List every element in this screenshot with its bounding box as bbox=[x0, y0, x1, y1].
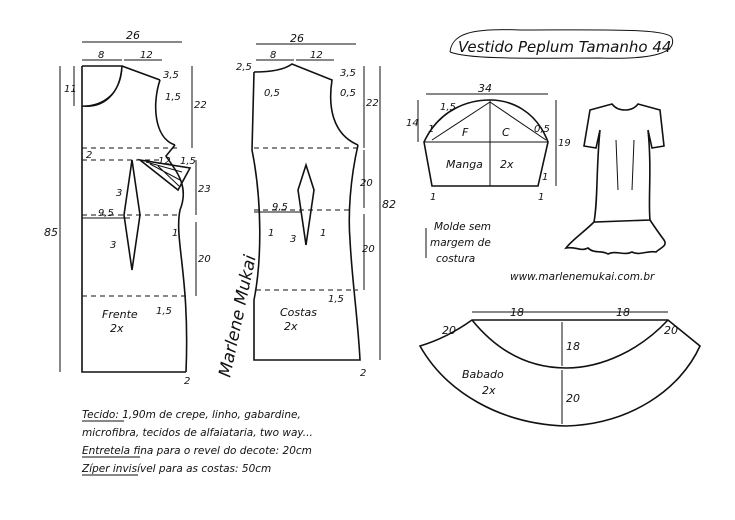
notes-line-4: Zíper invisível para as costas: 50cm bbox=[81, 463, 271, 475]
page-title: Vestido Peplum Tamanho 44 bbox=[458, 38, 671, 56]
fabric-notes: Tecido: 1,90m de crepe, linho, gabardine… bbox=[81, 409, 313, 476]
mold-note-line-2: margem de bbox=[430, 237, 491, 249]
front-side-dart bbox=[137, 158, 192, 192]
title-block: Vestido Peplum Tamanho 44 bbox=[449, 29, 674, 59]
front-width-label: 26 bbox=[126, 29, 140, 42]
front-armhole-label: 1,5 bbox=[165, 92, 181, 103]
sleeve-hem-right-label: 1 bbox=[538, 192, 544, 203]
back-piece-label: Costas bbox=[280, 306, 317, 319]
front-dart-c-label: 1 bbox=[172, 228, 178, 239]
back-neck-width-label: 8 bbox=[270, 50, 276, 61]
flounce-outline bbox=[418, 319, 701, 427]
front-dart-offset-label: 9,5 bbox=[98, 208, 114, 219]
back-waist-depth-label: 20 bbox=[360, 178, 373, 189]
front-neckline bbox=[81, 65, 123, 107]
front-pattern: 26 8 12 3,5 11 1,5 22 2 12 1,5 23 9,5 3 … bbox=[44, 29, 211, 387]
flounce-side-left-label: 20 bbox=[442, 324, 456, 337]
flounce-inner-curve bbox=[471, 319, 669, 369]
front-neck-depth-label: 11 bbox=[64, 84, 77, 95]
flounce-piece-count: 2x bbox=[482, 384, 496, 397]
front-dart-hatch bbox=[145, 161, 183, 187]
notes-line-3: Entretela fina para o revel do decote: 2… bbox=[82, 445, 312, 457]
back-shoulder-drop-label: 3,5 bbox=[340, 68, 356, 79]
sleeve-outline bbox=[423, 99, 549, 187]
flounce-inner-depth-label: 18 bbox=[566, 340, 580, 353]
sleeve-front-diag bbox=[431, 101, 491, 141]
flounce-outer-depth-label: 20 bbox=[566, 392, 580, 405]
front-waist-depth-label: 23 bbox=[198, 184, 211, 195]
mold-note-line-3: costura bbox=[436, 253, 475, 265]
back-waist-dart bbox=[297, 162, 315, 246]
website-url: www.marlenemukai.com.br bbox=[510, 271, 655, 283]
front-outline bbox=[81, 65, 188, 373]
sleeve-hem-left-label: 1 bbox=[430, 192, 436, 203]
dress-bodice bbox=[583, 103, 665, 223]
back-dart-offset-label: 9,5 bbox=[272, 202, 288, 213]
notes-line-1: Tecido: 1,90m de crepe, linho, gabardine… bbox=[82, 409, 301, 421]
front-hem-in-label: 1,5 bbox=[156, 306, 172, 317]
sleeve-side-right-label: 1 bbox=[542, 172, 548, 183]
dress-illustration bbox=[564, 103, 666, 255]
title-underline bbox=[449, 29, 674, 59]
sleeve-cap-left-label: 1,5 bbox=[440, 102, 456, 113]
back-dart-c-label: 1 bbox=[320, 228, 326, 239]
front-dart-b2-label: 3 bbox=[110, 240, 116, 251]
sleeve-cap-right-label: 0,5 bbox=[534, 124, 550, 135]
back-dart-b-label: 3 bbox=[290, 234, 296, 245]
dress-peplum bbox=[564, 219, 666, 255]
back-shoulder-label: 12 bbox=[310, 50, 323, 61]
sleeve-width-label: 34 bbox=[478, 82, 492, 95]
back-width-label: 26 bbox=[290, 32, 304, 45]
front-armhole-depth-label: 22 bbox=[194, 100, 207, 111]
flounce-piece-label: Babado bbox=[462, 368, 504, 381]
back-armhole-depth-label: 22 bbox=[366, 98, 379, 109]
mold-note: Molde sem margem de costura bbox=[425, 221, 491, 265]
sleeve-length-label: 19 bbox=[558, 138, 571, 149]
front-hem-ext-label: 2 bbox=[184, 376, 190, 387]
back-piece-count: 2x bbox=[284, 320, 298, 333]
back-neck-drop-label: 2,5 bbox=[236, 62, 252, 73]
back-length-label: 82 bbox=[382, 198, 396, 211]
front-shoulder-drop-label: 3,5 bbox=[163, 70, 179, 81]
sleeve-pattern: 34 14 19 F C 1,5 0,5 1 1 1 1 Manga 2x bbox=[406, 82, 571, 203]
flounce-top-left-label: 18 bbox=[510, 306, 524, 319]
front-bust-gap-label: 2 bbox=[86, 150, 92, 161]
mold-note-line-1: Molde sem bbox=[434, 221, 491, 233]
sleeve-back-diag bbox=[489, 101, 547, 141]
back-hem-ext-label: 2 bbox=[360, 368, 366, 379]
back-armhole-label: 0,5 bbox=[340, 88, 356, 99]
front-piece-label: Frente bbox=[102, 308, 138, 321]
flounce-top-right-label: 18 bbox=[616, 306, 630, 319]
sleeve-piece-count: 2x bbox=[500, 158, 514, 171]
back-pattern: 26 8 2,5 12 3,5 0,5 0,5 22 20 9,5 1 3 1 … bbox=[236, 32, 396, 379]
back-dart-a-label: 1 bbox=[268, 228, 274, 239]
front-neck-width-label: 8 bbox=[98, 50, 104, 61]
back-neck-curve-label: 0,5 bbox=[264, 88, 280, 99]
notes-line-2: microfibra, tecidos de alfaiataria, two … bbox=[82, 427, 313, 439]
front-piece-count: 2x bbox=[110, 322, 124, 335]
back-hem-in-label: 1,5 bbox=[328, 294, 344, 305]
sleeve-cap-depth-label: 14 bbox=[406, 118, 419, 129]
front-dart-b1-label: 3 bbox=[116, 188, 122, 199]
dress-darts bbox=[615, 139, 635, 191]
front-hip-depth-label: 20 bbox=[198, 254, 211, 265]
front-dart-side-label: 12 bbox=[158, 156, 171, 167]
sleeve-side-left-label: 1 bbox=[428, 124, 434, 135]
front-length-label: 85 bbox=[44, 226, 58, 239]
front-shoulder-label: 12 bbox=[140, 50, 153, 61]
sleeve-piece-label: Manga bbox=[446, 158, 483, 171]
flounce-pattern: 18 18 20 20 18 20 Babado 2x bbox=[418, 306, 701, 427]
flounce-side-right-label: 20 bbox=[664, 324, 678, 337]
sleeve-front-mark: F bbox=[462, 126, 469, 139]
back-hip-depth-label: 20 bbox=[362, 244, 375, 255]
front-dart-side2-label: 1,5 bbox=[180, 156, 196, 167]
sleeve-back-mark: C bbox=[502, 126, 510, 139]
front-waist-dart bbox=[123, 159, 141, 271]
